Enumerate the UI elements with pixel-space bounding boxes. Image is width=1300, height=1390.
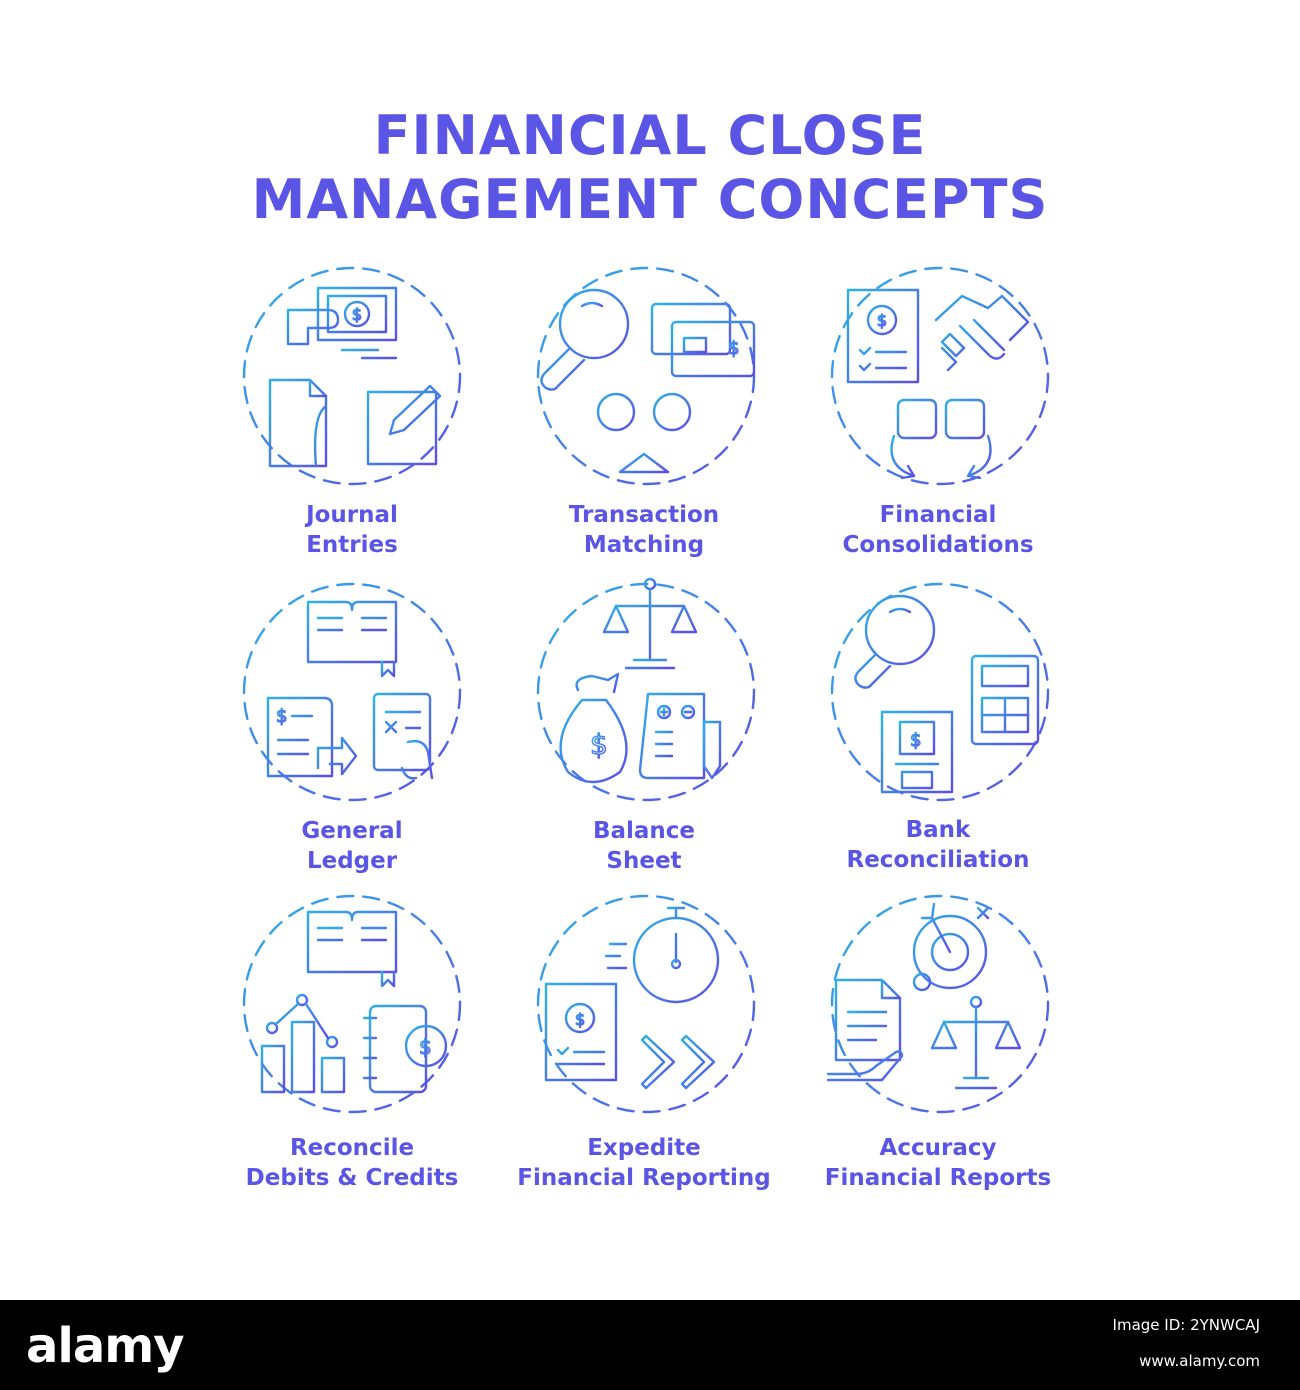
label-line2: Sheet — [606, 848, 682, 874]
page-title-line2: MANAGEMENT CONCEPTS — [251, 168, 1049, 231]
label-line1: Expedite — [587, 1135, 701, 1161]
dashed-circle — [536, 266, 756, 486]
label-line2: Financial Reports — [824, 1165, 1052, 1191]
magnifier-icon — [854, 594, 936, 689]
handshake-icon — [934, 294, 1030, 372]
label-line2: Consolidations — [842, 532, 1034, 558]
label-line2: Matching — [583, 532, 705, 558]
label-line1: Journal — [306, 502, 398, 528]
fast-forward-icon — [640, 1034, 716, 1090]
label-bank-reconciliation: Bank Reconciliation — [778, 815, 1098, 875]
dashed-circle — [242, 894, 462, 1114]
concept-journal-entries: $ — [222, 266, 482, 526]
scale-icon — [602, 577, 698, 670]
page-title-line1: FINANCIAL CLOSE — [373, 104, 927, 167]
svg-text:$: $ — [419, 1035, 432, 1059]
label-line2: Ledger — [306, 848, 398, 874]
magnifier-icon — [540, 288, 630, 391]
infographic: FINANCIAL CLOSE MANAGEMENT CONCEPTS $ — [192, 104, 1098, 1193]
document-folder-icon — [268, 378, 328, 468]
label-balance-sheet: Balance Sheet — [484, 816, 804, 876]
money-bag-icon: $ — [559, 672, 628, 784]
open-book-icon — [306, 910, 398, 988]
receipt-arrow-icon: $ — [266, 696, 358, 778]
document-hand-icon — [826, 978, 904, 1082]
svg-text:$: $ — [575, 1010, 585, 1029]
dashed-circle — [242, 266, 462, 486]
invoice-icon: $ — [846, 288, 920, 384]
concept-financial-consolidations: $ — [810, 266, 1070, 526]
svg-text:$: $ — [910, 730, 921, 751]
dashed-circle — [830, 266, 1050, 486]
label-line1: Bank — [905, 817, 971, 843]
label-expedite-financial-reporting: Expedite Financial Reporting — [484, 1133, 804, 1193]
label-line2: Entries — [306, 532, 398, 558]
bar-chart-icon — [254, 993, 354, 1094]
invoice-icon: $ — [544, 982, 618, 1082]
label-line1: General — [301, 818, 403, 844]
svg-text:$: $ — [590, 728, 608, 761]
svg-text:$: $ — [728, 338, 739, 359]
footer-bar: alamy Image ID: 2YNWCAJ www.alamy.com — [0, 1300, 1300, 1390]
concept-general-ledger: $ — [222, 582, 482, 842]
target-icon — [912, 902, 990, 992]
image-id: Image ID: 2YNWCAJ — [1112, 1316, 1260, 1334]
concept-accuracy-financial-reports — [810, 894, 1070, 1154]
stopwatch-icon — [604, 906, 720, 1004]
label-journal-entries: Journal Entries — [192, 500, 512, 560]
label-line2: Financial Reporting — [517, 1165, 771, 1191]
label-reconcile-debits-credits: Reconcile Debits & Credits — [192, 1133, 512, 1193]
label-line1: Transaction — [568, 502, 720, 528]
svg-text:$: $ — [877, 311, 887, 330]
alamy-url: www.alamy.com — [1139, 1352, 1260, 1370]
scale-icon — [930, 995, 1022, 1090]
svg-text:$: $ — [276, 706, 287, 727]
label-line2: Reconciliation — [846, 847, 1030, 873]
dashed-circle — [242, 582, 462, 802]
label-line1: Reconcile — [289, 1135, 415, 1161]
atm-icon: $ — [880, 710, 954, 794]
money-bill-hand-icon: $ — [286, 286, 398, 360]
svg-text:$: $ — [352, 305, 362, 324]
calculator-hand-icon — [372, 692, 434, 780]
alamy-logo: alamy — [26, 1318, 185, 1374]
sheet-pen-icon — [638, 692, 722, 780]
concept-balance-sheet: $ — [516, 577, 776, 842]
concept-transaction-matching: $ — [516, 266, 776, 526]
credit-cards-icon: $ — [650, 302, 756, 378]
label-accuracy-financial-reports: Accuracy Financial Reports — [778, 1133, 1098, 1193]
concept-bank-reconciliation: $ — [810, 582, 1070, 842]
dashed-circle — [830, 582, 1050, 802]
calculator-icon — [970, 654, 1040, 746]
exchange-arrows-icon — [890, 398, 992, 480]
concept-expedite-financial-reporting: $ — [516, 894, 776, 1154]
dashed-circle — [830, 894, 1050, 1114]
label-line1: Financial — [879, 502, 997, 528]
label-financial-consolidations: Financial Consolidations — [778, 500, 1098, 560]
open-book-icon — [306, 600, 398, 678]
concept-reconcile-debits-credits: $ — [222, 894, 482, 1154]
notebook-coin-icon: $ — [362, 1004, 448, 1094]
dashed-circle — [536, 894, 756, 1114]
label-line1: Balance — [592, 818, 696, 844]
label-line1: Accuracy — [879, 1135, 997, 1161]
scale-icon — [596, 392, 692, 474]
label-line2: Debits & Credits — [245, 1165, 459, 1191]
edit-document-icon — [366, 384, 442, 466]
dashed-circle — [536, 582, 756, 802]
label-transaction-matching: Transaction Matching — [484, 500, 804, 560]
label-general-ledger: General Ledger — [192, 816, 512, 876]
